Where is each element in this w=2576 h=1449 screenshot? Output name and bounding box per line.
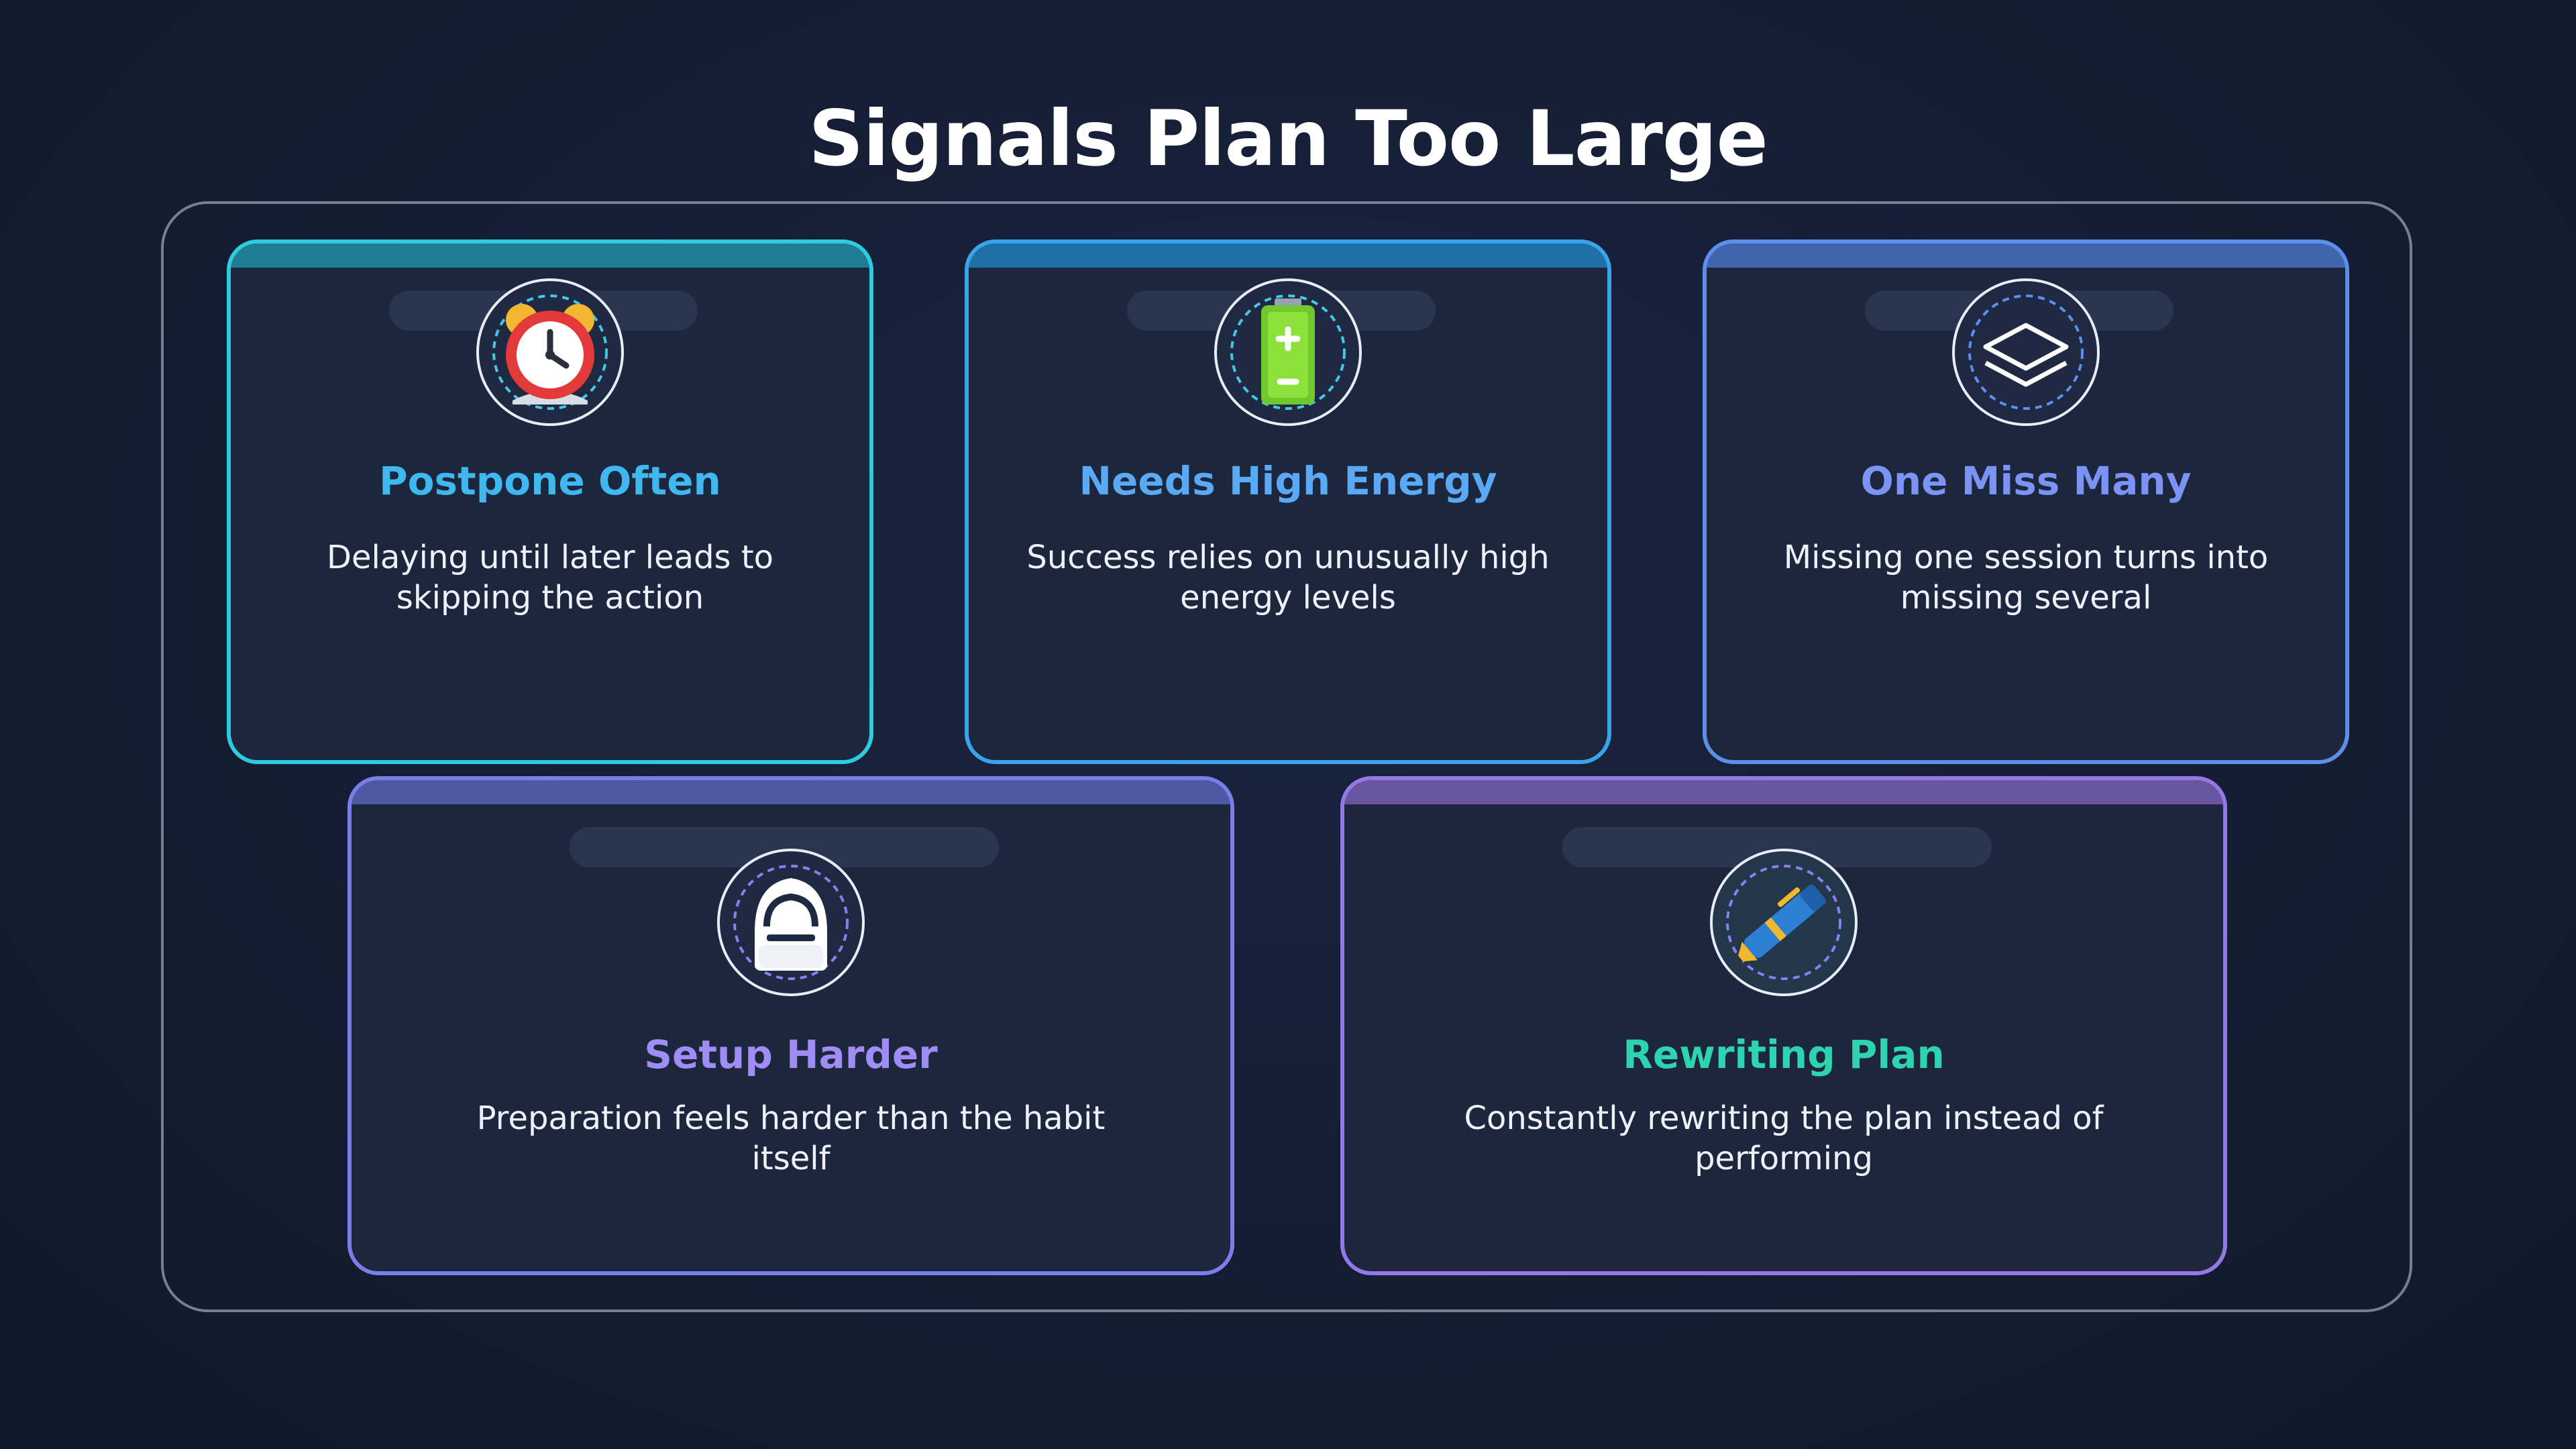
card-title: Rewriting Plan <box>1623 1032 1945 1077</box>
card-header-band <box>1344 780 2223 804</box>
card-header-band <box>231 244 869 268</box>
card-description: Success relies on unusually high energy … <box>1026 539 1550 616</box>
card-title: Needs High Energy <box>1079 458 1497 504</box>
backpack-icon <box>717 849 865 996</box>
card-title: Setup Harder <box>644 1032 938 1077</box>
card-header-band <box>352 780 1230 804</box>
card-title: One Miss Many <box>1860 458 2192 504</box>
battery-icon <box>1214 278 1362 426</box>
card-header-band <box>969 244 1607 268</box>
card-header-band <box>1707 244 2345 268</box>
card-title: Postpone Often <box>379 458 721 504</box>
card-description: Preparation feels harder than the habit … <box>476 1099 1106 1177</box>
card-description: Missing one session turns into missing s… <box>1783 539 2269 616</box>
card-postpone-often: Postpone Often Delaying until later lead… <box>227 239 873 764</box>
card-description: Delaying until later leads to skipping t… <box>326 539 774 616</box>
card-rewriting-plan: Rewriting Plan Constantly rewriting the … <box>1340 776 2227 1275</box>
pen-icon <box>1710 849 1858 996</box>
stacked-layers-icon <box>1952 278 2100 426</box>
card-one-miss-many: One Miss Many Missing one session turns … <box>1703 239 2349 764</box>
card-description: Constantly rewriting the plan instead of… <box>1464 1099 2104 1177</box>
card-needs-high-energy: Needs High Energy Success relies on unus… <box>965 239 1611 764</box>
cards-frame <box>161 201 2412 1312</box>
page-title: Signals Plan Too Large <box>808 94 1768 183</box>
card-setup-harder: Setup Harder Preparation feels harder th… <box>347 776 1234 1275</box>
alarm-clock-icon <box>476 278 624 426</box>
